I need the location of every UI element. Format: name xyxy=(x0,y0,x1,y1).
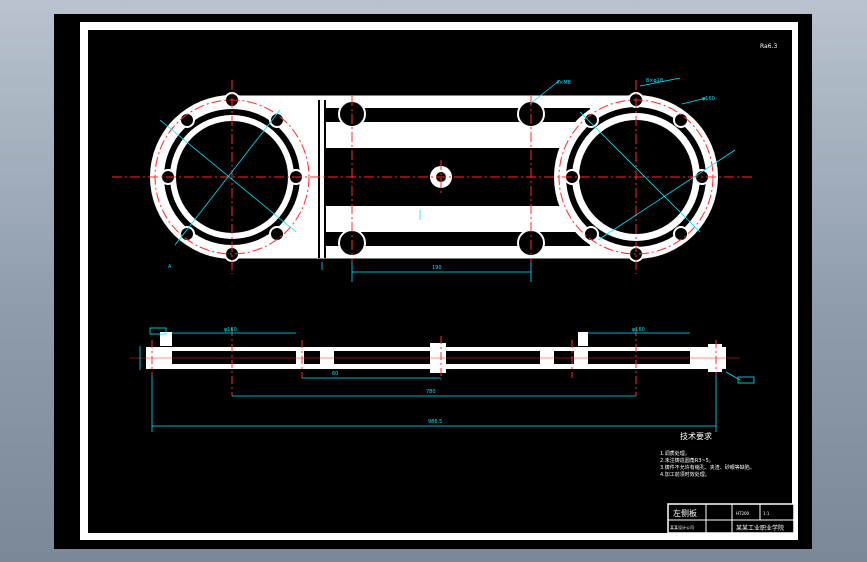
side-view: 986.5 780 60 φ160 φ160 xyxy=(130,327,755,432)
centerlines xyxy=(112,80,752,274)
note-line-2: 2.未注铸造圆角R3~5。 xyxy=(660,457,714,464)
note-line-3: 3.铸件不允许有缩孔、夹渣、砂眼等缺陷。 xyxy=(660,464,755,471)
svg-text:190: 190 xyxy=(432,265,442,271)
plan-dimensions xyxy=(159,77,736,282)
svg-text:φ160: φ160 xyxy=(224,327,237,333)
center-bar-top xyxy=(318,122,590,148)
svg-text:8×φ18: 8×φ18 xyxy=(646,78,663,84)
overall-length-dim: 986.5 xyxy=(428,419,442,425)
title-block: 左侧板 HT200 1:1 某某设计公司 某某工业职业学院 xyxy=(667,503,795,534)
plan-view: 190 8×φ18 4×M8 φ160 A xyxy=(112,77,752,282)
note-line-1: 1.调质处理。 xyxy=(660,450,690,457)
part-name: 左侧板 xyxy=(673,508,697,518)
material: HT200 xyxy=(736,511,750,516)
scale: 1:1 xyxy=(763,511,770,516)
company: 某某设计公司 xyxy=(670,524,694,530)
svg-text:4×M8: 4×M8 xyxy=(556,80,571,86)
technical-notes: 技术要求 1.调质处理。 2.未注铸造圆角R3~5。 3.铸件不允许有缩孔、夹渣… xyxy=(660,431,755,478)
divider-plate-inner xyxy=(320,100,324,258)
school: 某某工业职业学院 xyxy=(736,524,784,532)
svg-text:A: A xyxy=(168,264,172,270)
notes-heading: 技术要求 xyxy=(680,431,712,441)
side-centerlines xyxy=(130,328,740,396)
center-bar-bottom xyxy=(318,206,590,232)
svg-text:φ160: φ160 xyxy=(702,96,715,102)
side-dimensions xyxy=(139,332,741,432)
center-distance-dim: 780 xyxy=(426,389,436,395)
note-line-4: 4.加工前须时效处理。 xyxy=(660,471,710,478)
roughness-note: Ra6.3 xyxy=(760,43,777,50)
svg-text:φ160: φ160 xyxy=(632,327,645,333)
svg-text:60: 60 xyxy=(332,371,338,377)
